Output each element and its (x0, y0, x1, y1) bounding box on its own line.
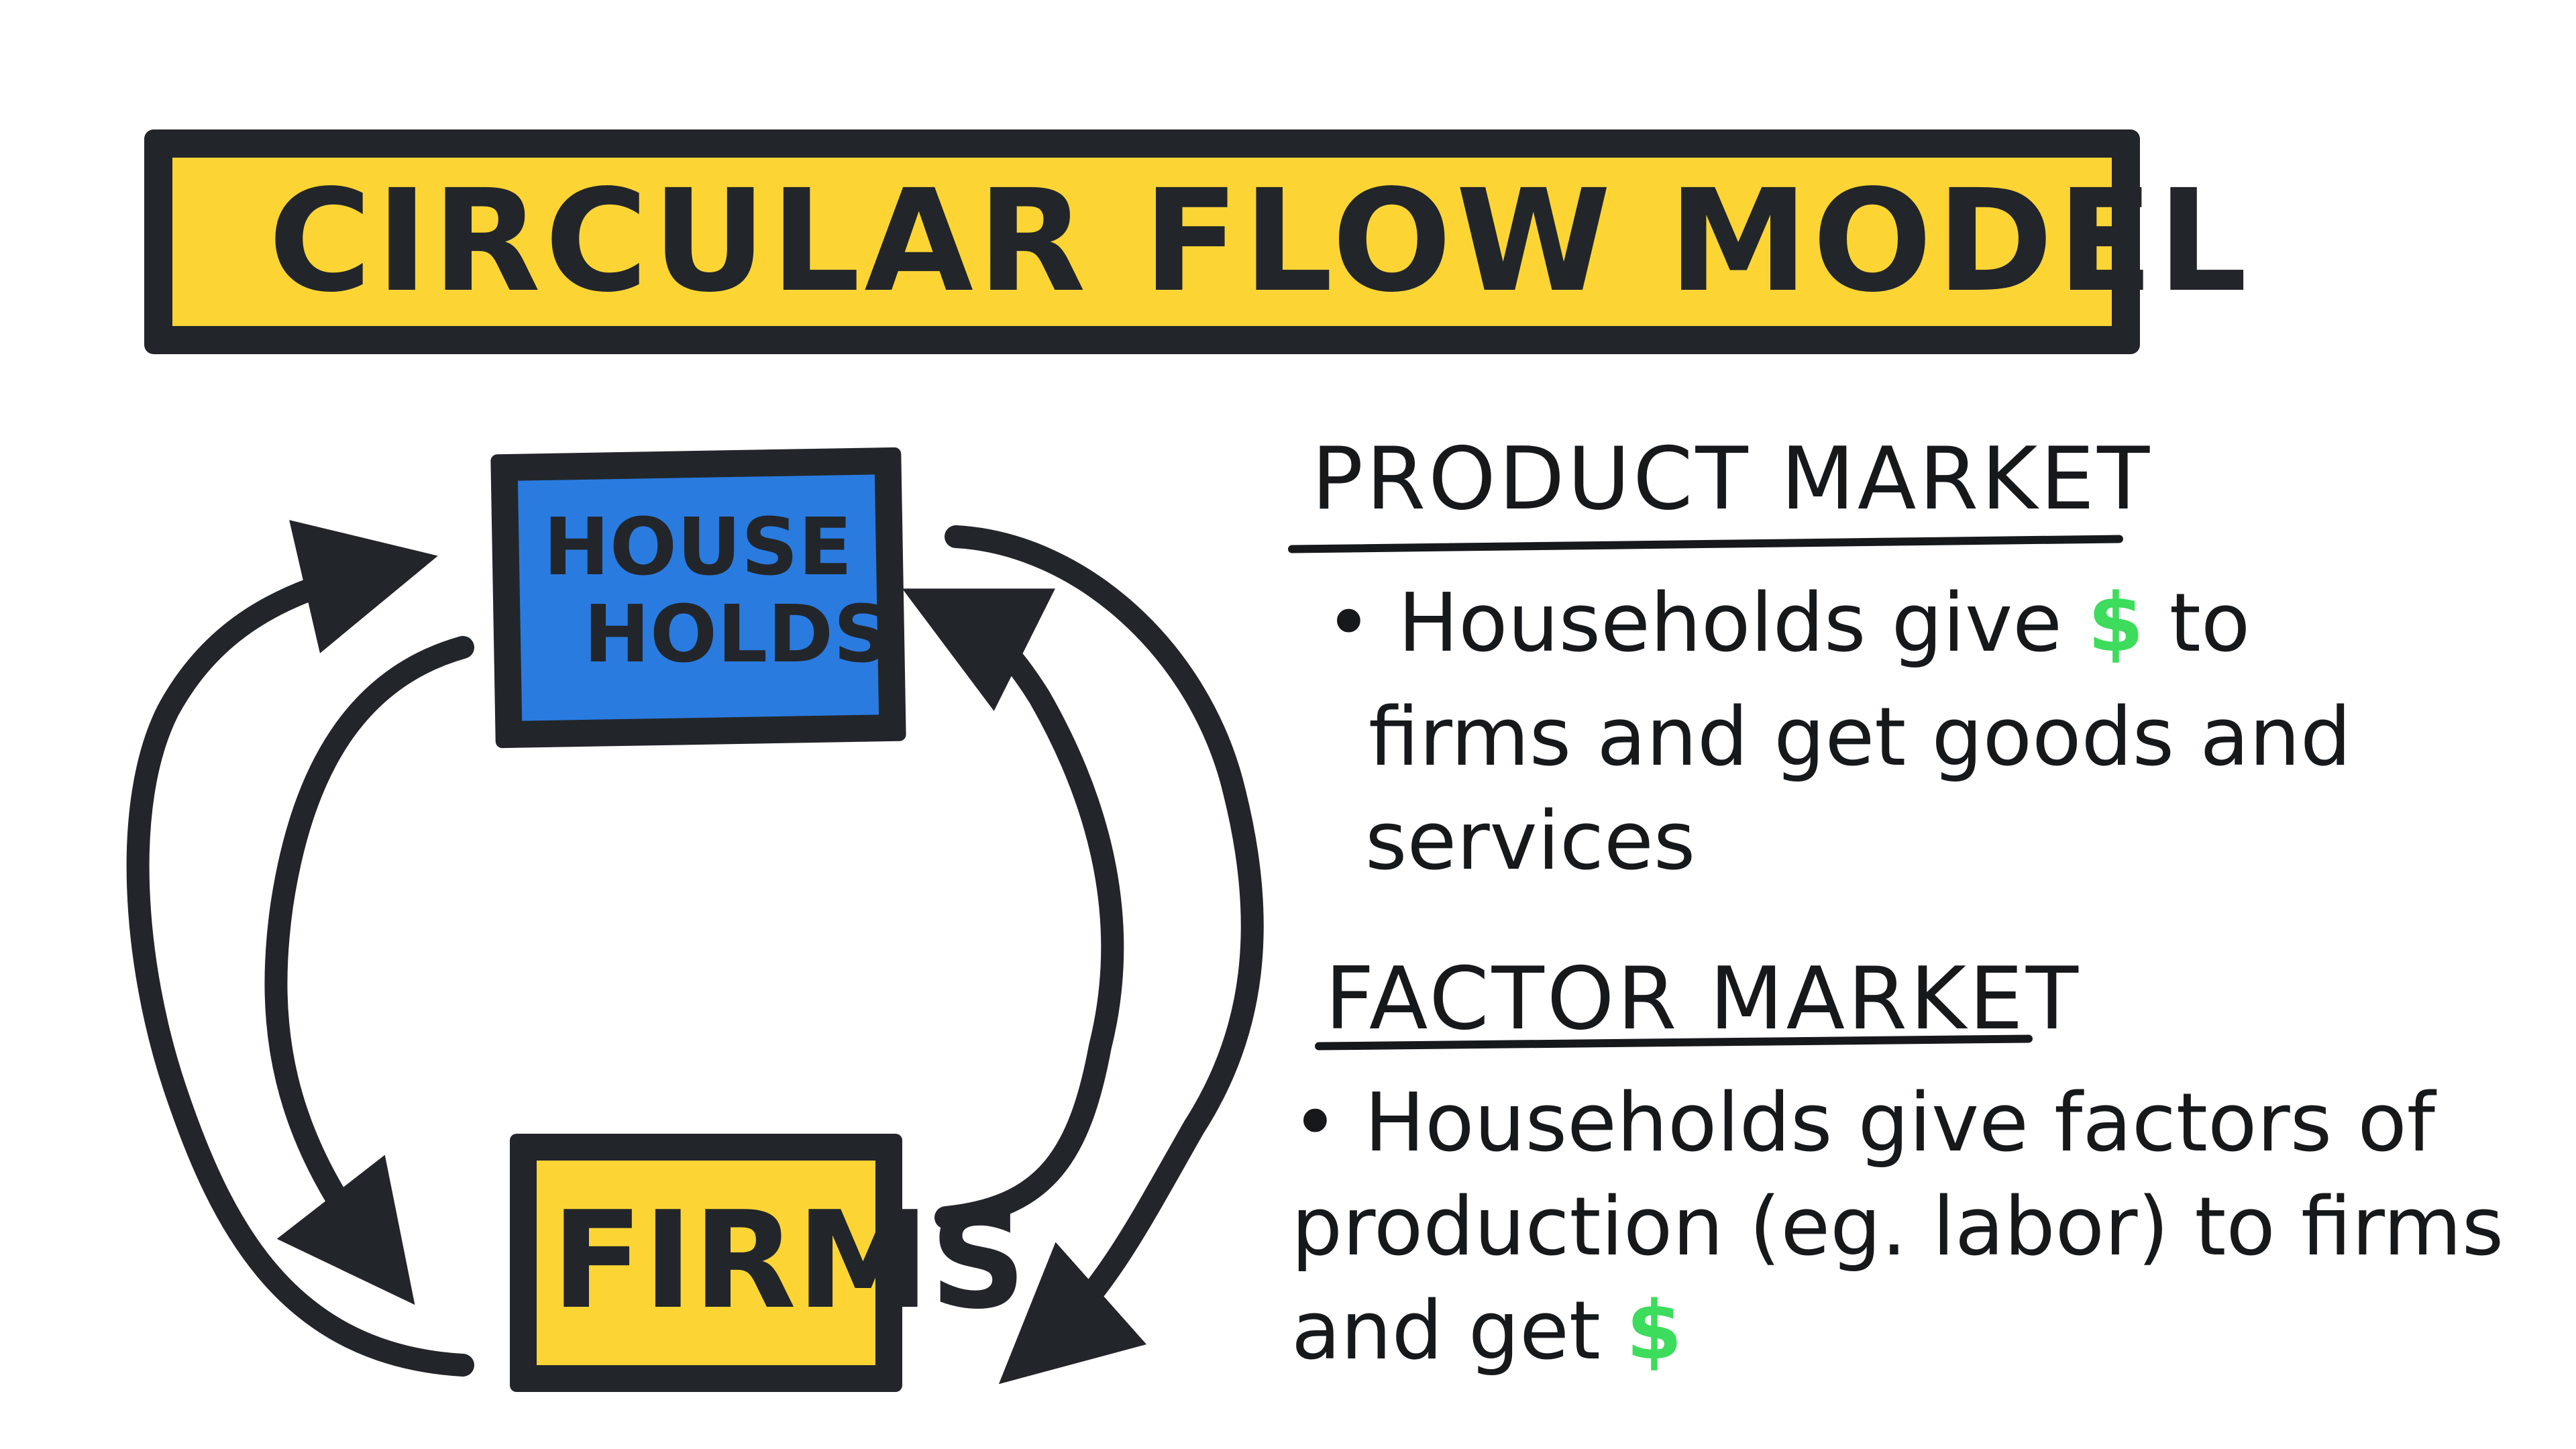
inner-left-arrow (264, 636, 474, 1305)
firms-box (510, 1134, 902, 1392)
product-market-text: services (1365, 795, 1696, 888)
factor-market-bullet: • Households give factors of (1291, 1077, 2436, 1170)
bullet-text: • Households give (1325, 577, 2088, 670)
inner-right-arrow (902, 588, 1124, 1229)
bullet-text: to (2143, 577, 2251, 670)
product-market-text: firms and get goods and (1368, 691, 2352, 784)
product-market-bullet: • Households give $ to (1325, 577, 2250, 671)
title-banner (144, 129, 2140, 354)
factor-market-heading: FACTOR MARKET (1325, 949, 2082, 1049)
firms-label: FIRMS (551, 1183, 1027, 1339)
product-market-heading: PRODUCT MARKET (1311, 429, 2153, 529)
factor-market-text: and get $ (1291, 1285, 1682, 1379)
households-label: HOLDS (584, 588, 891, 680)
households-label: HOUSE (543, 500, 853, 593)
outer-right-arrow (945, 525, 1264, 1385)
bullet-text: and get (1291, 1285, 1627, 1378)
page-title: CIRCULAR FLOW MODEL (268, 159, 2251, 323)
dollar-sign: $ (1626, 1285, 1682, 1378)
factor-market-text: production (eg. labor) to firms (1291, 1181, 2504, 1274)
dollar-sign: $ (2088, 577, 2144, 670)
outer-left-arrow (126, 520, 474, 1377)
